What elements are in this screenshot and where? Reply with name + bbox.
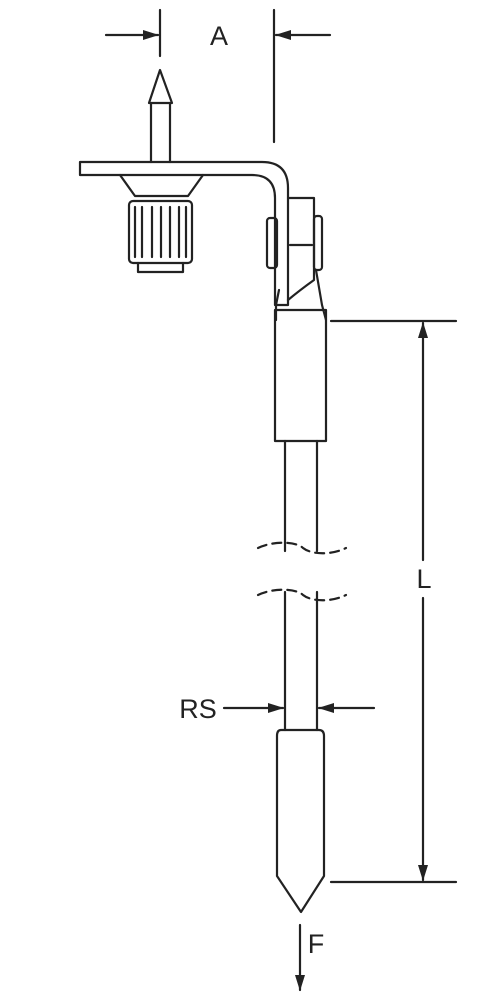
break-lines [256, 541, 348, 602]
neck-taper [274, 268, 328, 322]
dimension-a [104, 8, 332, 144]
bottom-tip [275, 728, 326, 914]
upper-body [273, 308, 328, 443]
dimension-l [329, 319, 458, 884]
dimension-rs-label: RS [179, 694, 217, 724]
shaft-upper [283, 439, 319, 553]
tip-pin [147, 68, 174, 164]
l-bracket [78, 160, 290, 307]
dimension-a-label: A [210, 21, 228, 51]
hinge-clevis [265, 196, 324, 302]
force-f-label: F [308, 929, 325, 959]
knurled-knob [127, 199, 194, 274]
shaft-lower [283, 590, 319, 732]
dimension-l-label: L [416, 564, 431, 594]
cone [118, 173, 205, 198]
